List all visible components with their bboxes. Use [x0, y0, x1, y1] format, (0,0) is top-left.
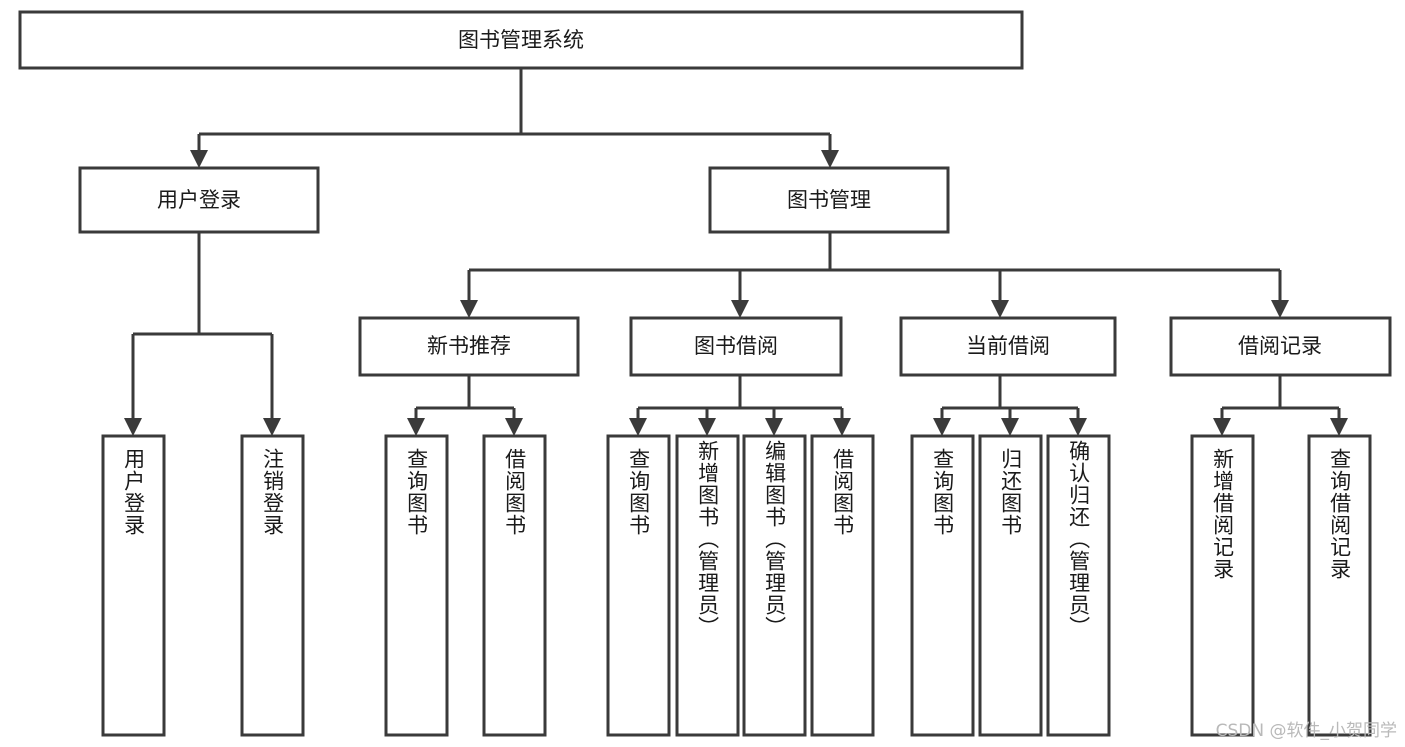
- arrow-head-leaf-bb-2: [698, 418, 716, 436]
- leaf-box-book-borrow-2[interactable]: [675, 434, 740, 737]
- label-borrow-record: 借阅记录: [1238, 334, 1322, 358]
- arrow-head-book-borrow: [731, 300, 749, 318]
- horizontal-labels-layer: 图书管理系统 用户登录 图书管理 新书推荐 图书借阅 当前借阅 借阅记录: [157, 28, 1322, 358]
- arrow-head-borrow-record: [1271, 300, 1289, 318]
- arrow-head-leaf-user-login: [124, 418, 142, 436]
- label-book-management: 图书管理: [787, 188, 871, 212]
- label-root: 图书管理系统: [458, 28, 584, 52]
- leaf-box-current-borrow-3[interactable]: [1046, 434, 1111, 737]
- arrow-head-leaf-bb-3: [765, 418, 783, 436]
- label-user-login: 用户登录: [157, 188, 241, 212]
- arrow-head-leaf-cb-2: [1001, 418, 1019, 436]
- leaf-box-new-book-2[interactable]: [482, 434, 547, 737]
- arrow-head-leaf-br-1: [1213, 418, 1231, 436]
- node-user-login[interactable]: [78, 166, 320, 234]
- arrow-head-leaf-bb-1: [629, 418, 647, 436]
- leaf-box-book-borrow-4[interactable]: [810, 434, 875, 737]
- arrow-head-book-mgmt: [821, 150, 839, 168]
- leaf-box-user-login-2[interactable]: [240, 434, 305, 737]
- arrow-head-current-borrow: [991, 300, 1009, 318]
- node-root-book-management-system[interactable]: [18, 10, 1024, 70]
- node-book-borrow[interactable]: [629, 316, 843, 377]
- leaf-box-borrow-record-2[interactable]: [1307, 434, 1372, 737]
- label-book-borrow: 图书借阅: [694, 334, 778, 358]
- leaf-box-book-borrow-3[interactable]: [742, 434, 807, 737]
- arrow-head-leaf-bb-4: [833, 418, 851, 436]
- node-current-borrow[interactable]: [899, 316, 1117, 377]
- arrow-head-leaf-nb-2: [505, 418, 523, 436]
- leaf-box-user-login-1[interactable]: [101, 434, 166, 737]
- node-new-book-recommend[interactable]: [358, 316, 580, 377]
- leaf-box-book-borrow-1[interactable]: [606, 434, 671, 737]
- node-boxes-layer: [18, 10, 1392, 737]
- leaf-box-borrow-record-1[interactable]: [1190, 434, 1255, 737]
- arrow-head-leaf-cb-3: [1069, 418, 1087, 436]
- arrow-head-user-login: [190, 150, 208, 168]
- csdn-watermark: CSDN @软件_小贺同学: [1215, 721, 1397, 741]
- arrow-head-new-book: [460, 300, 478, 318]
- arrow-head-leaf-cb-1: [933, 418, 951, 436]
- label-new-book-recommend: 新书推荐: [427, 334, 511, 358]
- leaf-box-new-book-1[interactable]: [384, 434, 449, 737]
- connectors-layer: [124, 68, 1348, 436]
- label-current-borrow: 当前借阅: [966, 334, 1050, 358]
- arrow-head-leaf-br-2: [1330, 418, 1348, 436]
- node-borrow-record[interactable]: [1169, 316, 1392, 377]
- node-book-management[interactable]: [708, 166, 950, 234]
- leaf-box-current-borrow-1[interactable]: [910, 434, 975, 737]
- leaf-box-current-borrow-2[interactable]: [978, 434, 1043, 737]
- arrow-head-leaf-logout: [263, 418, 281, 436]
- arrow-head-leaf-nb-1: [407, 418, 425, 436]
